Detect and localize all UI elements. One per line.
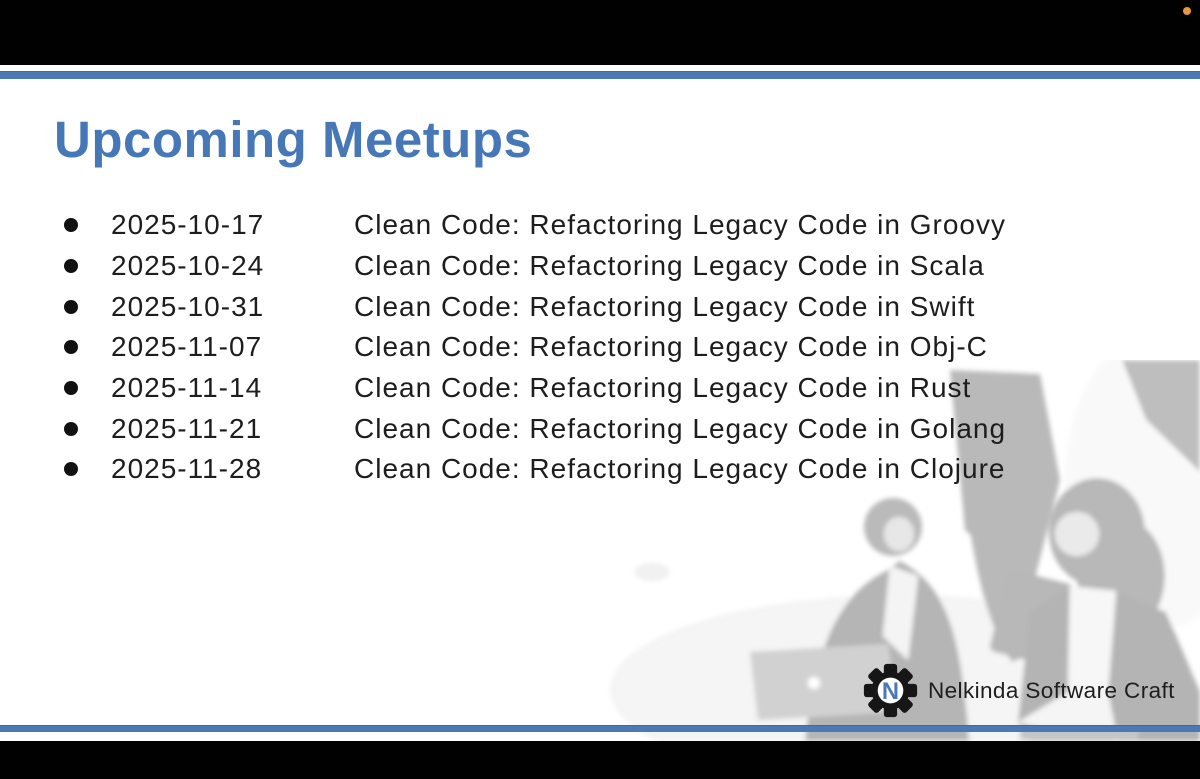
meetup-item: 2025-11-14 Clean Code: Refactoring Legac… (64, 368, 1006, 409)
meetup-item: 2025-10-24 Clean Code: Refactoring Legac… (64, 246, 1006, 287)
meetup-date: 2025-11-14 (111, 372, 263, 404)
meetup-title: Clean Code: Refactoring Legacy Code in R… (354, 372, 972, 404)
meetup-item: 2025-10-17 Clean Code: Refactoring Legac… (64, 205, 1006, 246)
bottom-accent-rule (0, 725, 1200, 732)
meetup-date: 2025-10-17 (111, 209, 265, 241)
meetup-item: 2025-11-07 Clean Code: Refactoring Legac… (64, 327, 1006, 368)
meetup-title: Clean Code: Refactoring Legacy Code in G… (354, 412, 1007, 444)
meetup-item: 2025-11-21 Clean Code: Refactoring Legac… (64, 408, 1006, 449)
meetup-title: Clean Code: Refactoring Legacy Code in G… (354, 209, 1007, 241)
bottom-letterbox-bar (0, 741, 1200, 779)
meetup-date: 2025-11-28 (111, 453, 263, 485)
bullet-icon (64, 259, 78, 274)
logo-monogram: N (882, 678, 899, 705)
meetup-item: 2025-10-31 Clean Code: Refactoring Legac… (64, 286, 1006, 327)
bullet-icon (64, 218, 78, 233)
meetup-date: 2025-11-21 (111, 412, 263, 444)
bullet-icon (64, 421, 78, 436)
meetup-date: 2025-10-24 (111, 250, 265, 282)
meetup-list: 2025-10-17 Clean Code: Refactoring Legac… (64, 205, 1006, 490)
meetup-item: 2025-11-28 Clean Code: Refactoring Legac… (64, 449, 1006, 490)
page-title: Upcoming Meetups (54, 111, 533, 168)
bullet-icon (64, 299, 78, 314)
company-logo: N Nelkinda Software Craft (862, 662, 1175, 719)
logo-text: Nelkinda Software Craft (928, 677, 1175, 703)
bullet-icon (64, 340, 78, 355)
top-accent-rule (0, 71, 1200, 79)
top-letterbox-bar (0, 0, 1200, 65)
meetup-title: Clean Code: Refactoring Legacy Code in C… (354, 453, 1006, 485)
meetup-date: 2025-11-07 (111, 331, 263, 363)
bullet-icon (64, 462, 78, 477)
recording-indicator-icon (1183, 7, 1191, 15)
bullet-icon (64, 381, 78, 396)
meetup-title: Clean Code: Refactoring Legacy Code in O… (354, 331, 988, 363)
gear-icon: N (863, 663, 918, 718)
meetup-title: Clean Code: Refactoring Legacy Code in S… (354, 250, 985, 282)
meetup-date: 2025-10-31 (111, 290, 265, 322)
meetup-title: Clean Code: Refactoring Legacy Code in S… (354, 290, 976, 322)
